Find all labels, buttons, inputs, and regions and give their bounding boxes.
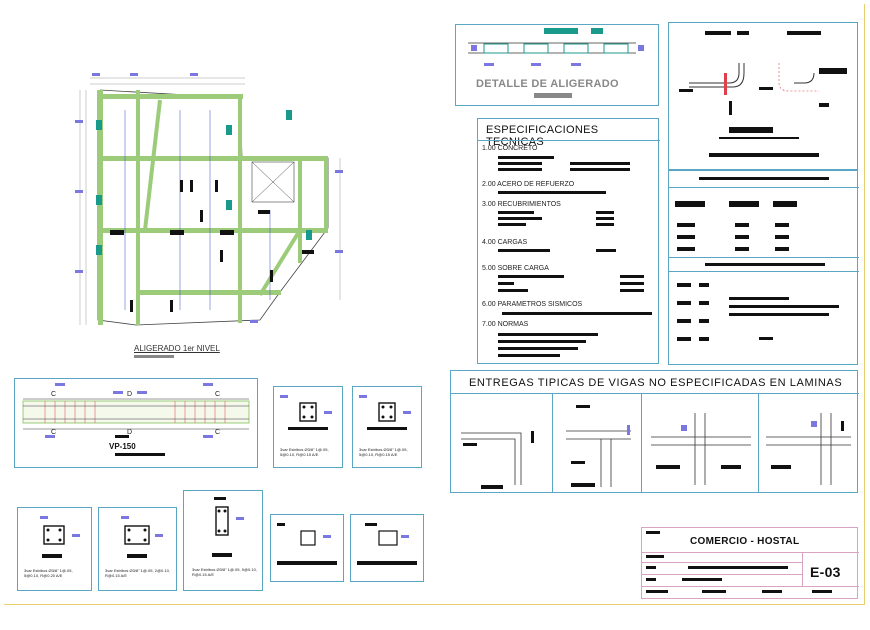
- column-section-5: 3var Estribos Ø3/8" 1@.05, 5@0.10, R@0.1…: [183, 490, 263, 591]
- vigas-panel: ENTREGAS TIPICAS DE VIGAS NO ESPECIFICAD…: [450, 370, 859, 493]
- column-note: 3var Estribos Ø3/8" 1@.05, 5@0.10, R@0.2…: [24, 568, 73, 578]
- section-mark: C: [215, 391, 221, 398]
- spec-item: 5.00 SOBRE CARGA: [482, 265, 549, 272]
- vigas-title: ENTREGAS TIPICAS DE VIGAS NO ESPECIFICAD…: [469, 377, 843, 389]
- beam-label: VP-150: [109, 442, 136, 451]
- project-name: COMERCIO - HOSTAL: [690, 536, 800, 547]
- column-section-3: 3var Estribos Ø3/8" 1@.05, 5@0.10, R@0.2…: [17, 507, 92, 591]
- detalle-title: DETALLE DE ALIGERADO: [476, 78, 619, 90]
- column-note: 3var Estribos Ø3/8" 1@.05, 5@0.10, R@0.1…: [359, 447, 408, 457]
- beam-elevation: [22, 383, 250, 456]
- section-mark: C: [51, 429, 57, 436]
- column-note: 3var Estribos Ø3/8" 1@.05, 5@0.10, R@0.1…: [280, 447, 329, 457]
- spec-item: 3.00 RECUBRIMIENTOS: [482, 201, 561, 208]
- anclaje-detail-panel: [668, 22, 858, 170]
- column-section-6: [270, 514, 344, 582]
- column-section-1: 3var Estribos Ø3/8" 1@.05, 5@0.10, R@0.1…: [273, 386, 343, 468]
- spec-item: 2.00 ACERO DE REFUERZO: [482, 181, 575, 188]
- section-mark: C: [215, 429, 221, 436]
- section-mark: C: [51, 391, 57, 398]
- spec-item: 1.00 CONCRETO: [482, 145, 538, 152]
- vigas-drawings: [461, 405, 851, 489]
- beam-panel: C D C C D C VP-150: [14, 378, 258, 468]
- specs-panel: ESPECIFICACIONES TECNICAS 1.00 CONCRETO …: [477, 118, 660, 364]
- column-section-2: 3var Estribos Ø3/8" 1@.05, 5@0.10, R@0.1…: [352, 386, 422, 468]
- title-block: COMERCIO - HOSTAL E-03: [641, 527, 859, 599]
- anclaje-drawing: [679, 63, 847, 115]
- plan-caption: ALIGERADO 1er NIVEL: [134, 344, 220, 353]
- sheet-number: E-03: [810, 564, 841, 580]
- plan-caption-scale: [134, 355, 174, 358]
- spec-item: 7.00 NORMAS: [482, 321, 529, 328]
- detalle-scale: [534, 93, 572, 98]
- right-tables-panel: [668, 170, 859, 365]
- section-mark: D: [127, 429, 133, 436]
- floor-plan: ALIGERADO 1er NIVEL: [70, 70, 350, 358]
- aligerado-section: [468, 28, 644, 66]
- spec-item: 4.00 CARGAS: [482, 239, 528, 246]
- section-mark: D: [127, 391, 133, 398]
- floor-plan-drawing: [75, 73, 343, 326]
- specs-title: ESPECIFICACIONES TECNICAS: [486, 124, 599, 148]
- sheet-border: [4, 4, 865, 605]
- spec-item: 6.00 PARAMETROS SISMICOS: [482, 301, 583, 308]
- anclaje-title-block: [705, 31, 731, 35]
- column-section-4: 3var Estribos Ø3/8" 1@.05, 2@0.10, R@0.1…: [98, 507, 177, 591]
- column-note: 3var Estribos Ø3/8" 1@.05, 2@0.10, R@0.1…: [105, 568, 170, 578]
- column-section-7: [350, 514, 424, 582]
- detalle-aligerado-panel: DETALLE DE ALIGERADO: [455, 24, 659, 106]
- column-note: 3var Estribos Ø3/8" 1@.05, 5@0.10, R@0.1…: [192, 567, 257, 577]
